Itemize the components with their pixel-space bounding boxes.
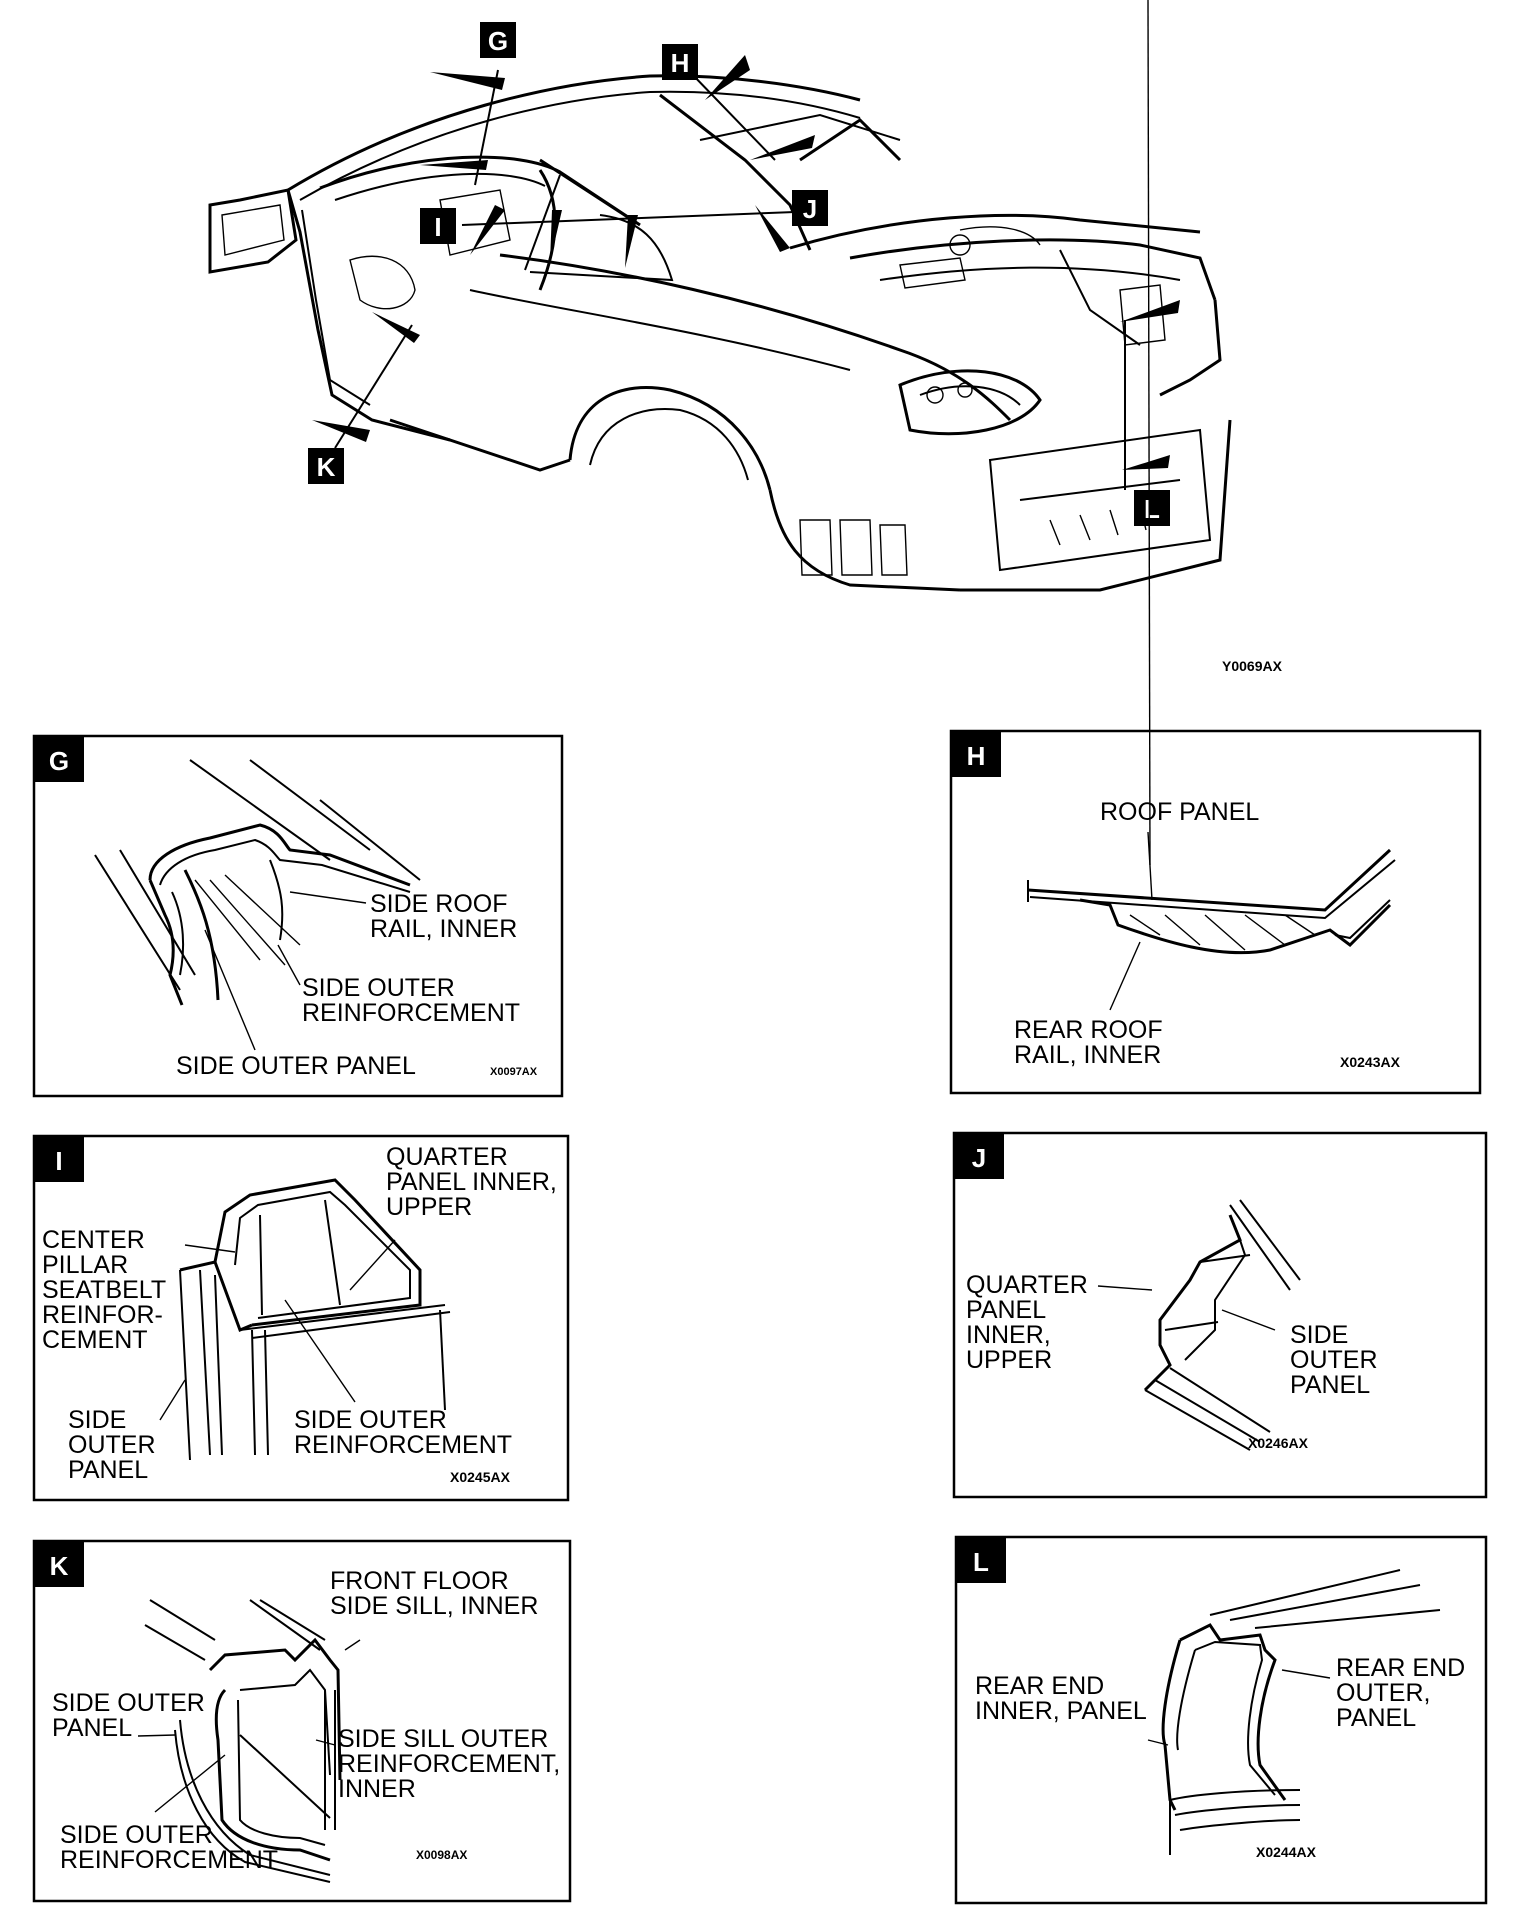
part-label: SEATBELT <box>42 1276 166 1304</box>
quarter-panel-section-drawing <box>1097 1199 1301 1451</box>
car-body-illustration <box>208 74 1232 592</box>
part-label: REINFORCEMENT <box>302 999 520 1027</box>
part-label: QUARTER <box>966 1271 1088 1299</box>
callout-letter: I <box>434 212 441 242</box>
figure-code-label: X0243AX <box>1340 1054 1401 1070</box>
detail-panel-k: K FRONT FLOOR SIDE SILL, INNER SIDE OUTE… <box>32 1539 572 1903</box>
part-label: REAR END <box>975 1672 1104 1700</box>
callout-tag-i: I <box>420 208 456 244</box>
callout-letter: J <box>803 194 817 224</box>
figure-code-label: X0097AX <box>490 1066 538 1078</box>
callout-letter: K <box>317 452 336 482</box>
callout-letter: J <box>972 1143 986 1173</box>
part-label: REAR ROOF <box>1014 1016 1163 1044</box>
side-sill-section-drawing <box>137 1599 361 1883</box>
part-label: REINFORCEMENT <box>294 1431 512 1459</box>
callout-tag-j: J <box>792 190 828 226</box>
callout-tag-k: K <box>308 448 344 484</box>
part-label: INNER <box>338 1775 416 1803</box>
part-label: REINFOR- <box>42 1301 163 1329</box>
part-label: PANEL <box>1336 1704 1416 1732</box>
callout-pointers <box>312 55 1180 490</box>
rear-end-panel-section-drawing <box>1147 1569 1441 1855</box>
detail-panel-l: L REAR END OUTER, PANEL REAR END INNER, … <box>954 1535 1488 1905</box>
callout-tag-l: L <box>1134 490 1170 526</box>
callout-tag-g: G <box>480 22 516 58</box>
part-label: SIDE SILL, INNER <box>330 1592 538 1620</box>
part-label: SIDE OUTER <box>302 974 455 1002</box>
part-label: PANEL <box>68 1456 148 1484</box>
part-label: SIDE OUTER <box>52 1689 205 1717</box>
part-label: SIDE <box>68 1406 126 1434</box>
callout-letter: L <box>973 1547 989 1577</box>
callout-letter: H <box>671 48 690 78</box>
part-label: INNER, PANEL <box>975 1697 1147 1725</box>
detail-panel-i: I QUARTER PANEL INNER, UPPER CENTER PILL… <box>32 1134 570 1502</box>
callout-letter: L <box>1144 494 1160 524</box>
part-label: SIDE OUTER PANEL <box>176 1052 416 1080</box>
detail-panel-h: H ROOF PANEL REAR ROOF RAIL, INNER X0243… <box>949 0 1482 1095</box>
detail-panel-g: G SIDE ROOF RAIL, INNER SIDE OUTER REINF… <box>32 734 564 1098</box>
part-label: PANEL <box>1290 1371 1370 1399</box>
part-label: SIDE ROOF <box>370 890 508 918</box>
callout-tag-h: H <box>662 44 698 80</box>
part-label: SIDE <box>1290 1321 1348 1349</box>
center-pillar-section-drawing <box>159 1178 451 1461</box>
part-label: REINFORCEMENT, <box>338 1750 560 1778</box>
detail-panel-j: J QUARTER PANEL INNER, UPPER SIDE OUTER … <box>952 1131 1488 1499</box>
part-label: OUTER <box>1290 1346 1378 1374</box>
figure-code-label: X0244AX <box>1256 1844 1317 1860</box>
part-label: SIDE OUTER <box>294 1406 447 1434</box>
callout-letter: I <box>55 1146 62 1176</box>
figure-code-label: X0098AX <box>416 1848 467 1862</box>
part-label: PANEL <box>966 1296 1046 1324</box>
roof-section-drawing <box>1027 0 1396 1011</box>
roof-rail-section-drawing <box>94 759 421 1051</box>
part-label: FRONT FLOOR <box>330 1567 509 1595</box>
part-label: REINFORCEMENT <box>60 1846 278 1874</box>
figure-code-label: X0245AX <box>450 1469 511 1485</box>
part-label: PILLAR <box>42 1251 128 1279</box>
part-label: CENTER <box>42 1226 145 1254</box>
part-label: SIDE SILL OUTER <box>338 1725 548 1753</box>
part-label: UPPER <box>966 1346 1052 1374</box>
part-label: OUTER, <box>1336 1679 1430 1707</box>
figure-code-label: X0246AX <box>1248 1435 1309 1451</box>
callout-letter: H <box>967 741 986 771</box>
callout-letter: K <box>50 1551 69 1581</box>
part-label: UPPER <box>386 1193 472 1221</box>
part-label: RAIL, INNER <box>370 915 517 943</box>
part-label: RAIL, INNER <box>1014 1041 1161 1069</box>
callout-letter: G <box>488 26 508 56</box>
part-label: PANEL INNER, <box>386 1168 557 1196</box>
part-label: CEMENT <box>42 1326 148 1354</box>
callout-letter: G <box>49 746 69 776</box>
part-label: INNER, <box>966 1321 1051 1349</box>
part-label: OUTER <box>68 1431 156 1459</box>
main-figure-code: Y0069AX <box>1222 658 1283 674</box>
part-label: REAR END <box>1336 1654 1465 1682</box>
part-label: ROOF PANEL <box>1100 798 1259 826</box>
part-label: SIDE OUTER <box>60 1821 213 1849</box>
part-label: PANEL <box>52 1714 132 1742</box>
part-label: QUARTER <box>386 1143 508 1171</box>
